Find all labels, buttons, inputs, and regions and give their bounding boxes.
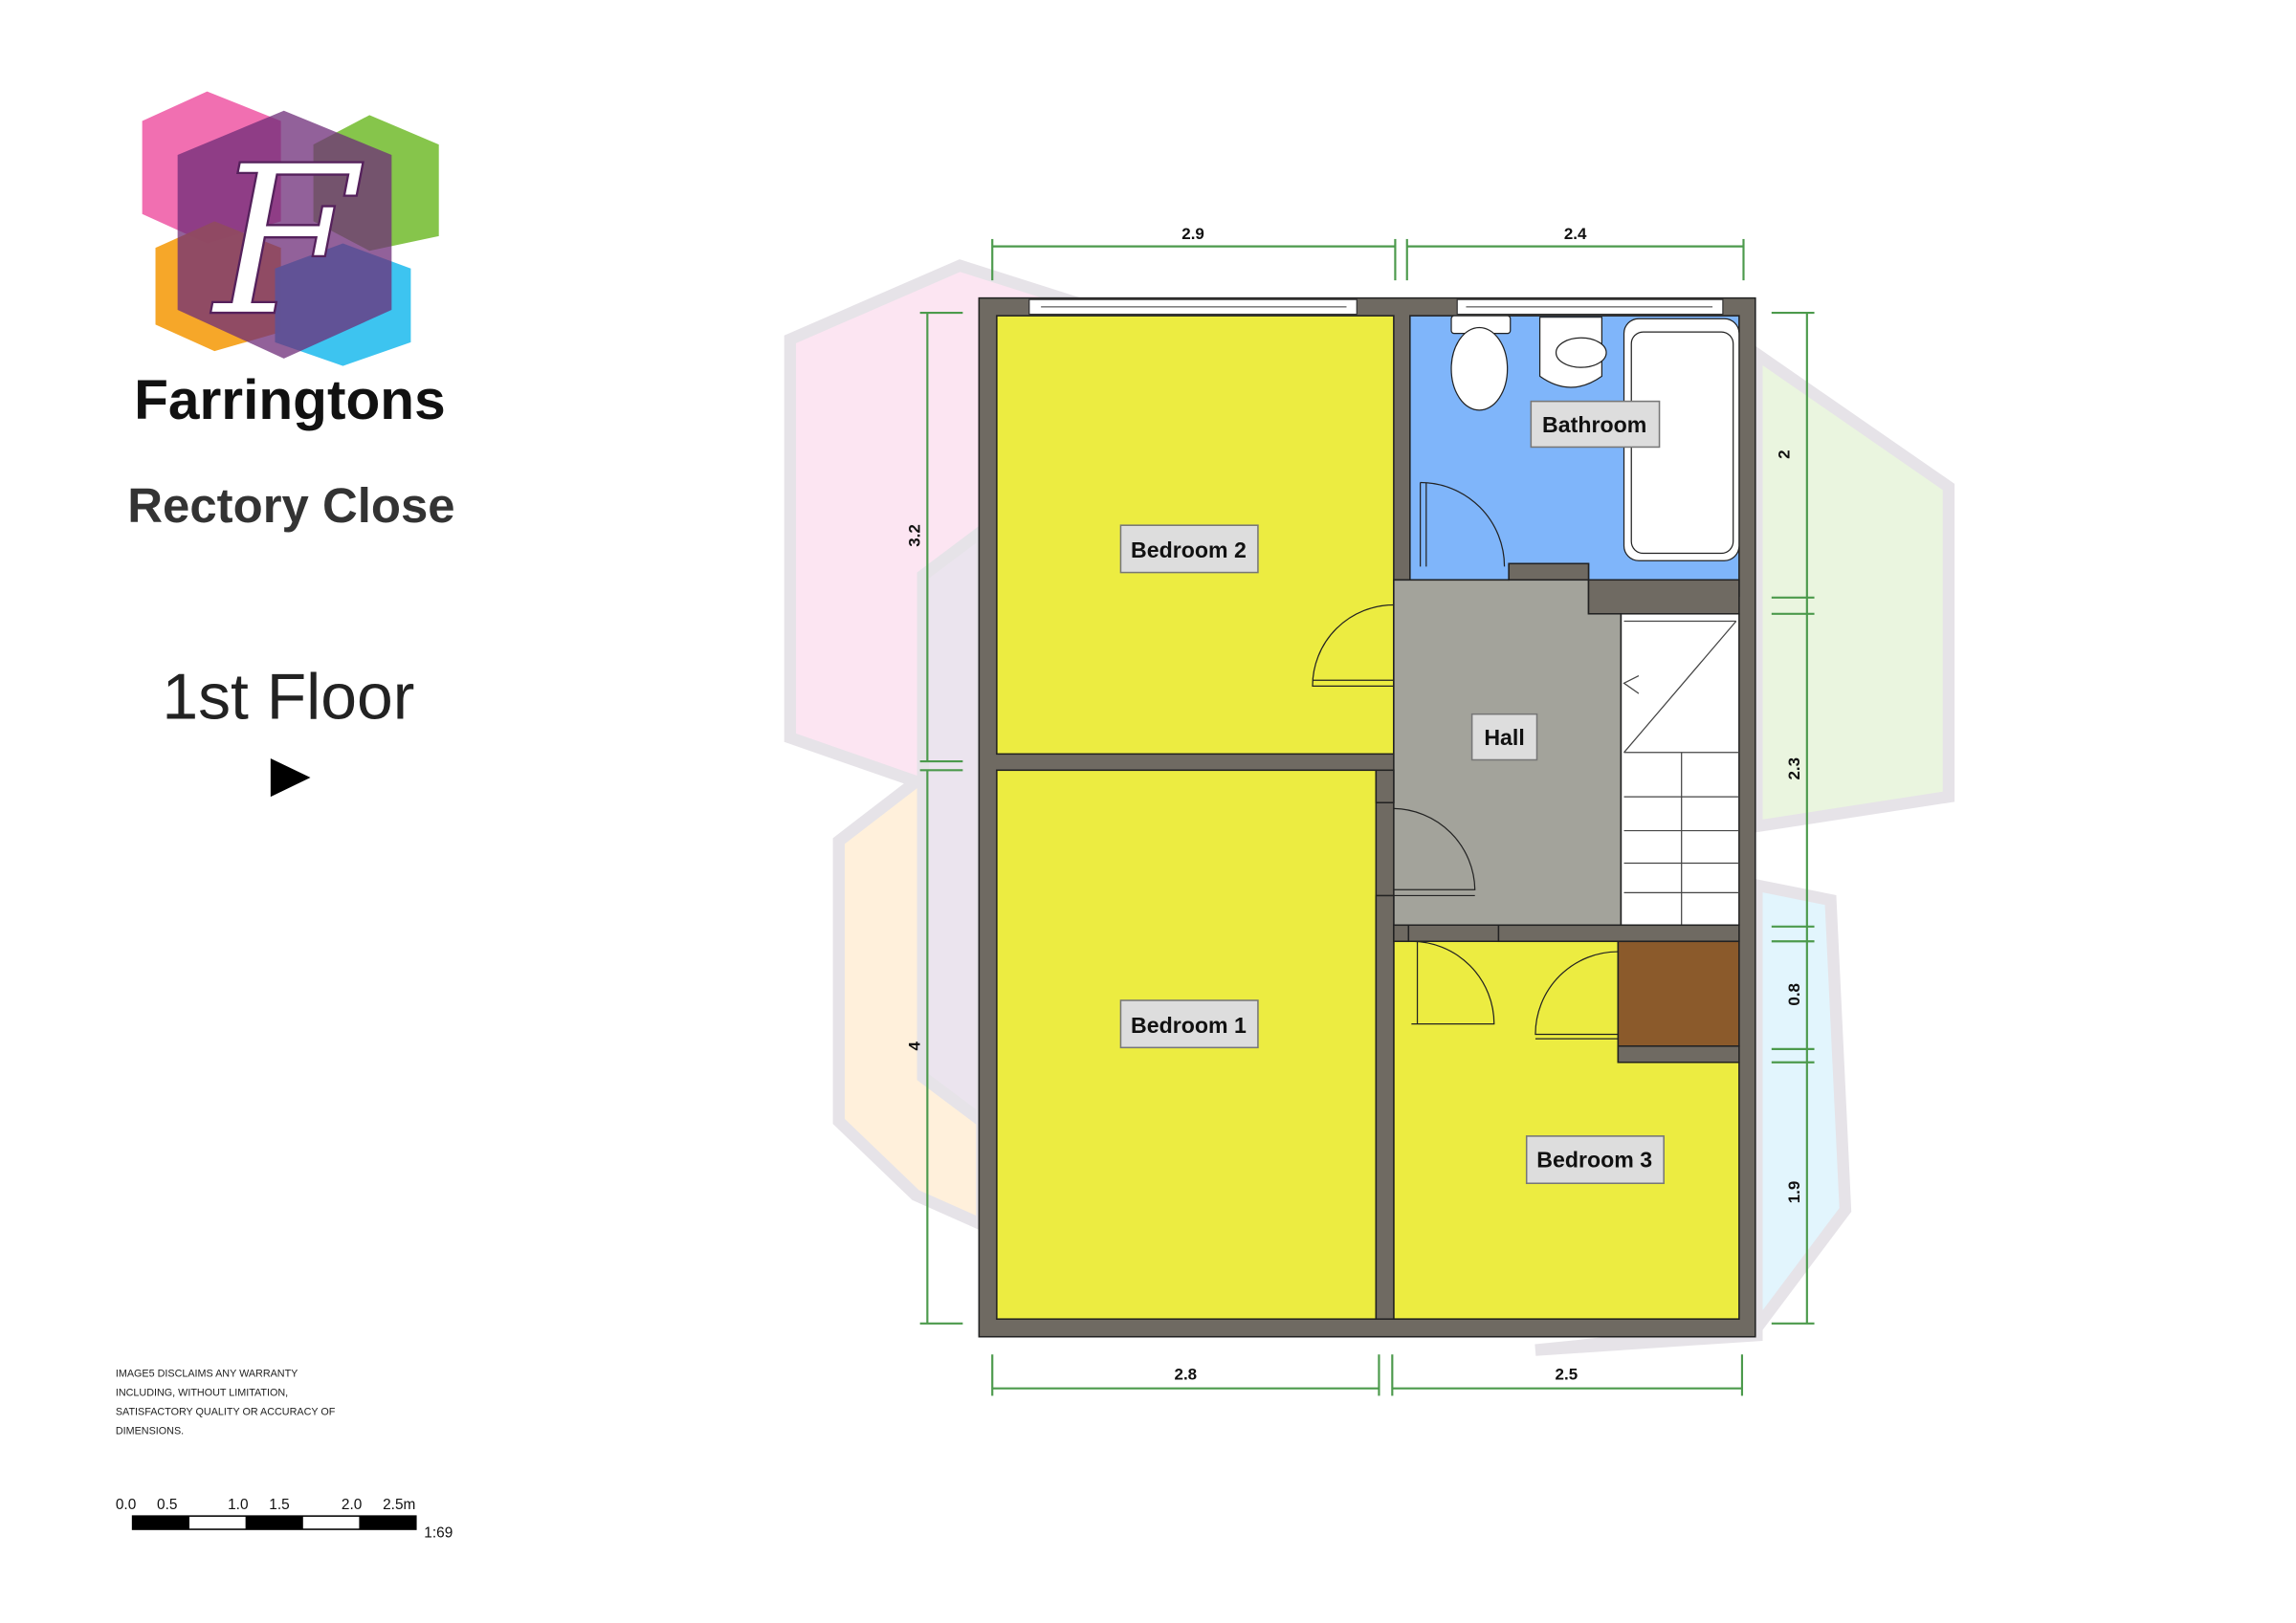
brand-name: Farringtons bbox=[134, 369, 446, 431]
scale-tick: 1.5 bbox=[269, 1497, 289, 1513]
dim-bottom-2: 2.5 bbox=[1556, 1365, 1578, 1383]
dim-right-4: 1.9 bbox=[1785, 1181, 1803, 1204]
floor-label: 1st Floor bbox=[162, 661, 414, 733]
disclaimer-line: DIMENSIONS. bbox=[116, 1426, 184, 1437]
disclaimer-line: SATISFACTORY QUALITY OR ACCURACY OF bbox=[116, 1406, 336, 1417]
logo-letter: F bbox=[210, 121, 364, 362]
dim-left-2: 4 bbox=[906, 1042, 924, 1051]
dim-top-2: 2.4 bbox=[1564, 225, 1587, 243]
svg-text:Hall: Hall bbox=[1484, 725, 1524, 750]
label-bedroom-2: Bedroom 2 bbox=[1119, 524, 1259, 574]
dim-right-3: 0.8 bbox=[1785, 983, 1803, 1006]
scale-tick: 2.0 bbox=[342, 1497, 362, 1513]
dimension-lines: 2.9 2.4 2.8 2.5 3.2 4 2 2.3 0.8 1.9 bbox=[906, 225, 1815, 1396]
scale-ratio: 1:69 bbox=[424, 1525, 453, 1542]
svg-text:Bedroom 2: Bedroom 2 bbox=[1131, 537, 1247, 562]
farringtons-logo: F bbox=[142, 91, 439, 366]
scale-tick: 2.5m bbox=[383, 1497, 415, 1513]
disclaimer: IMAGE5 DISCLAIMS ANY WARRANTY INCLUDING,… bbox=[116, 1368, 336, 1437]
dim-top-1: 2.9 bbox=[1181, 225, 1204, 243]
scale-tick: 1.0 bbox=[228, 1497, 248, 1513]
cupboard bbox=[1617, 940, 1740, 1047]
scale-tick: 0.5 bbox=[157, 1497, 177, 1513]
scale-bar: 0.0 0.5 1.0 1.5 2.0 2.5m 1:69 bbox=[116, 1497, 453, 1541]
disclaimer-line: IMAGE5 DISCLAIMS ANY WARRANTY bbox=[116, 1368, 298, 1379]
svg-text:Bedroom 1: Bedroom 1 bbox=[1131, 1013, 1247, 1038]
dim-right-1: 2 bbox=[1775, 450, 1793, 458]
disclaimer-line: INCLUDING, WITHOUT LIMITATION, bbox=[116, 1387, 288, 1398]
label-bedroom-1: Bedroom 1 bbox=[1119, 999, 1259, 1049]
property-name: Rectory Close bbox=[127, 478, 454, 533]
label-bedroom-3: Bedroom 3 bbox=[1525, 1135, 1665, 1185]
svg-text:Bedroom 3: Bedroom 3 bbox=[1536, 1147, 1652, 1172]
watermark-hex-green bbox=[1751, 342, 1955, 834]
watermark-hex-purple bbox=[916, 519, 988, 1133]
svg-text:Bathroom: Bathroom bbox=[1542, 412, 1646, 437]
label-bathroom: Bathroom bbox=[1530, 400, 1661, 449]
floor-plan: Bedroom 2 Bathroom Hall Bedroom 1 Bedroo… bbox=[978, 296, 1756, 1338]
watermark-hex-blue bbox=[1534, 878, 1852, 1356]
stairs bbox=[1620, 613, 1740, 927]
dim-bottom-1: 2.8 bbox=[1175, 1365, 1198, 1383]
scale-tick: 0.0 bbox=[116, 1497, 136, 1513]
play-triangle-icon[interactable] bbox=[270, 757, 311, 798]
dim-left-1: 3.2 bbox=[906, 524, 924, 547]
label-hall: Hall bbox=[1470, 713, 1538, 761]
dim-right-2: 2.3 bbox=[1785, 757, 1803, 780]
